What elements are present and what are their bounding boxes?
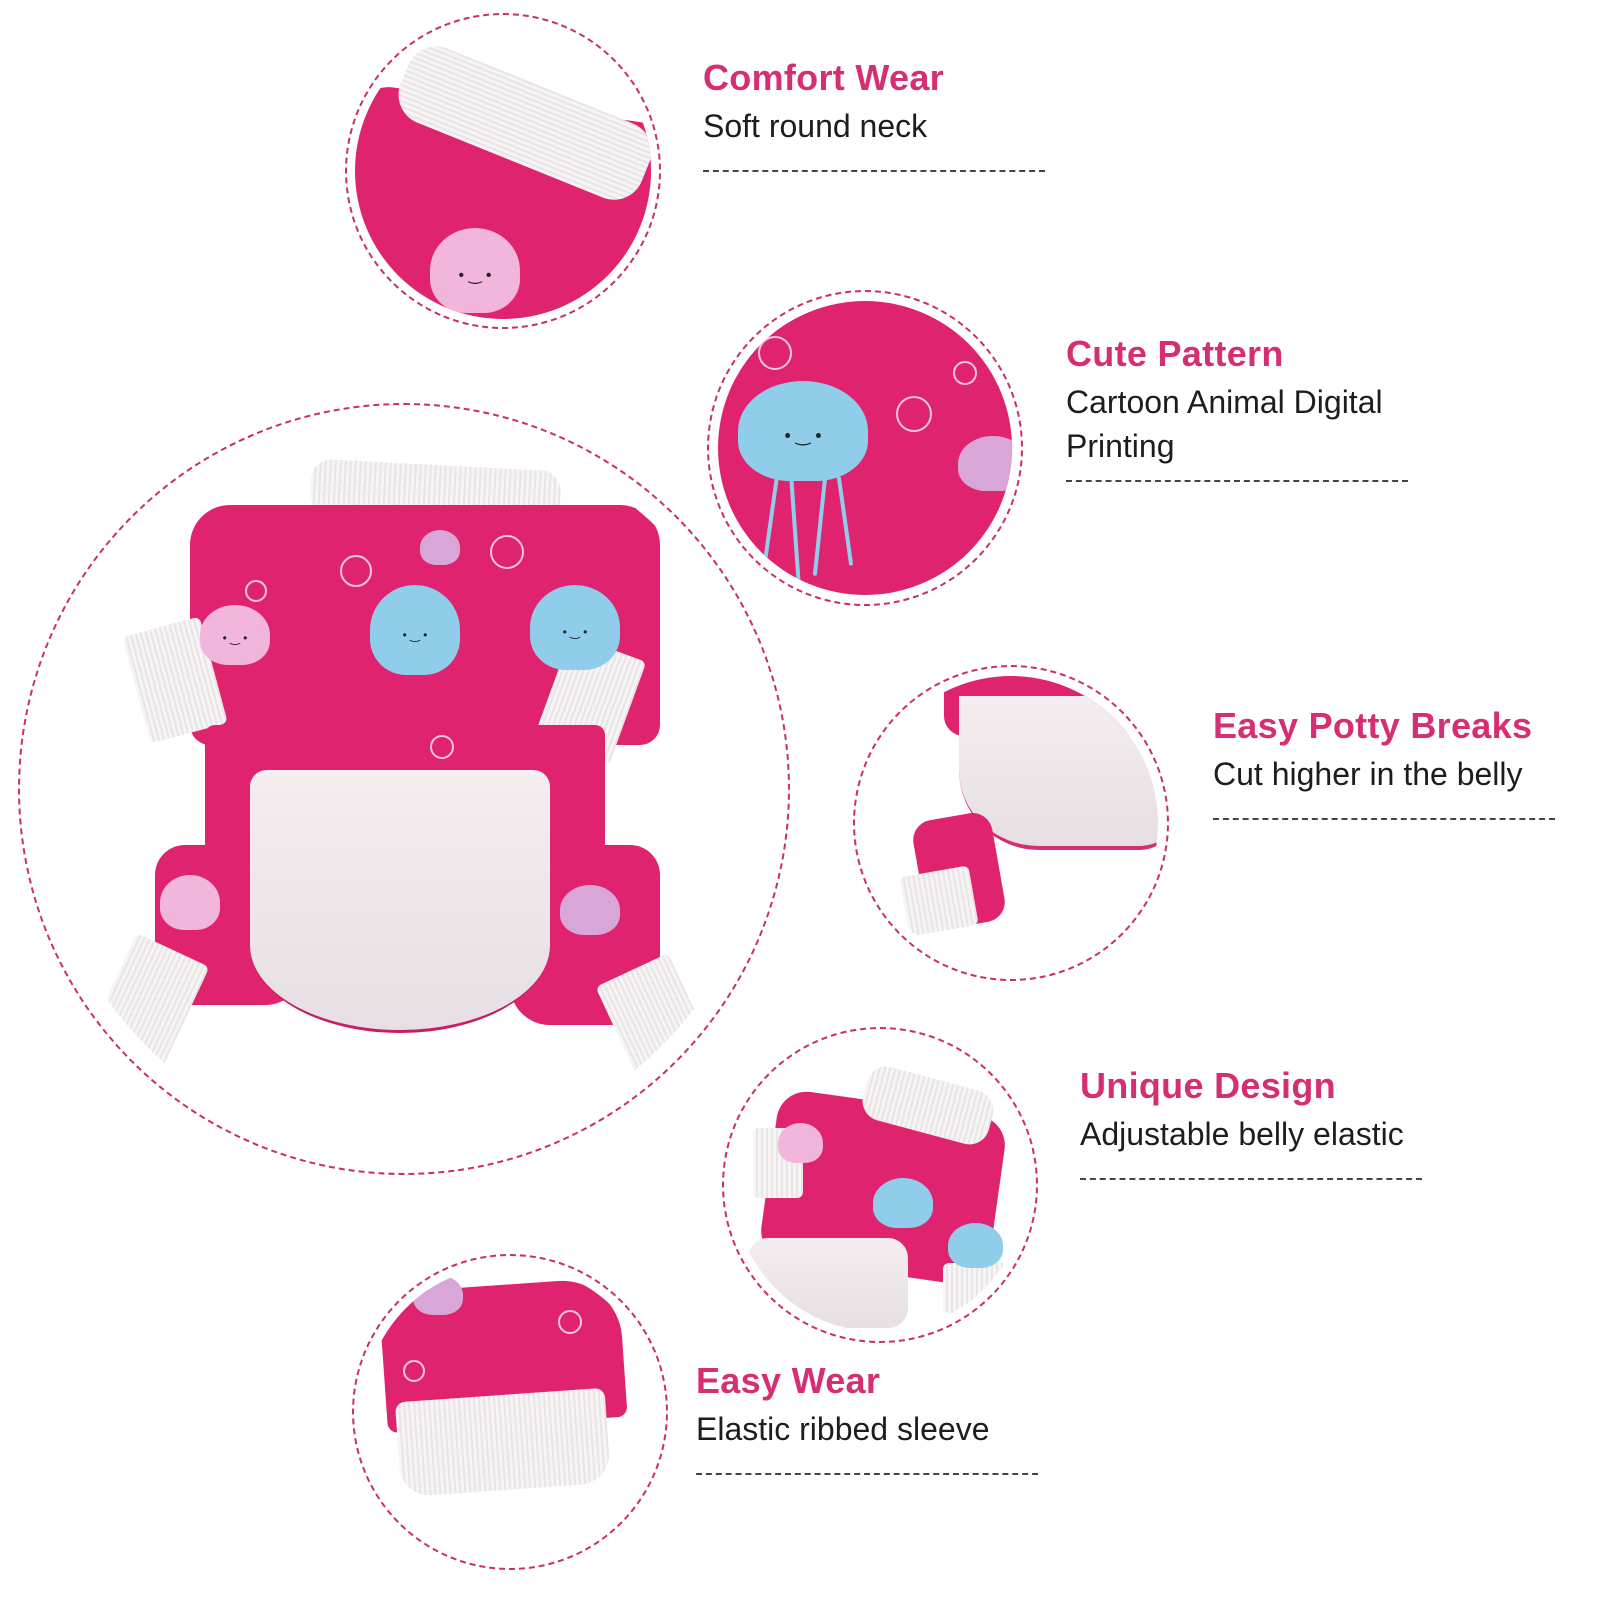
jellyfish-print bbox=[873, 1178, 933, 1228]
feature-title: Unique Design bbox=[1080, 1065, 1336, 1106]
feature-description: Soft round neck bbox=[703, 108, 928, 144]
feature-description: Adjustable belly elastic bbox=[1080, 1116, 1404, 1152]
leg-cuff bbox=[899, 865, 979, 937]
main-product-circle bbox=[18, 403, 790, 1175]
feature-comfort-wear: Comfort Wear Soft round neck bbox=[703, 58, 1045, 172]
jellyfish-print: • ‿ • bbox=[530, 585, 620, 670]
bubble-print bbox=[245, 580, 267, 602]
main-garment-photo: • ‿ • • ‿ • • ‿ • bbox=[40, 425, 768, 1153]
easy-wear-circle bbox=[352, 1254, 668, 1570]
feature-description-line-2: Printing bbox=[1066, 428, 1175, 464]
bubble-print bbox=[430, 735, 454, 759]
bubble-print bbox=[558, 1310, 582, 1334]
comfort-wear-circle bbox=[345, 13, 661, 329]
feature-title: Easy Wear bbox=[696, 1360, 881, 1401]
belly-lining bbox=[250, 770, 550, 1033]
bubble-print bbox=[340, 555, 372, 587]
jellyfish-print bbox=[778, 1123, 823, 1163]
feature-description: Elastic ribbed sleeve bbox=[696, 1411, 990, 1447]
jellyfish-print bbox=[160, 875, 220, 930]
bubble-print bbox=[403, 1360, 425, 1382]
side-belly-lining bbox=[748, 1238, 908, 1328]
sleeve-closeup-photo bbox=[363, 1265, 657, 1559]
dashed-divider bbox=[1066, 480, 1408, 482]
cute-pattern-circle bbox=[707, 290, 1023, 606]
dashed-divider bbox=[703, 170, 1045, 172]
jellyfish-print bbox=[948, 1223, 1003, 1268]
bubble-print bbox=[896, 396, 932, 432]
jellyfish-print: • ‿ • bbox=[370, 585, 460, 675]
jellyfish-print bbox=[413, 1275, 463, 1315]
jellyfish-print bbox=[958, 436, 1012, 491]
feature-description-line-1: Cartoon Animal Digital bbox=[1066, 384, 1383, 420]
jellyfish-print bbox=[420, 530, 460, 565]
feature-cute-pattern: Cute Pattern Cartoon Animal Digital Prin… bbox=[1066, 334, 1408, 482]
belly-closeup-photo bbox=[864, 676, 1158, 970]
feature-description: Cut higher in the belly bbox=[1213, 756, 1523, 792]
bubble-print bbox=[953, 361, 977, 385]
side-sleeve-cuff bbox=[943, 1263, 1013, 1313]
bubble-print bbox=[490, 535, 524, 569]
feature-unique-design: Unique Design Adjustable belly elastic bbox=[1080, 1066, 1422, 1180]
dashed-divider bbox=[1080, 1178, 1422, 1180]
sleeve-cuff bbox=[394, 1387, 612, 1498]
pattern-closeup-photo: • ‿ • bbox=[718, 301, 1012, 595]
neck-closeup-photo: • ‿ • bbox=[355, 23, 651, 319]
side-view-photo bbox=[733, 1038, 1027, 1332]
jellyfish-print: • ‿ • bbox=[200, 605, 270, 665]
feature-easy-wear: Easy Wear Elastic ribbed sleeve bbox=[696, 1361, 1038, 1475]
feature-title: Easy Potty Breaks bbox=[1213, 705, 1533, 746]
feature-title: Comfort Wear bbox=[703, 57, 944, 98]
dashed-divider bbox=[1213, 818, 1555, 820]
bubble-print bbox=[758, 336, 792, 370]
jellyfish-print: • ‿ • bbox=[738, 381, 868, 481]
feature-title: Cute Pattern bbox=[1066, 333, 1284, 374]
easy-potty-circle bbox=[853, 665, 1169, 981]
jellyfish-print bbox=[560, 885, 620, 935]
feature-easy-potty-breaks: Easy Potty Breaks Cut higher in the bell… bbox=[1213, 706, 1555, 820]
unique-design-circle bbox=[722, 1027, 1038, 1343]
belly-lining bbox=[959, 696, 1158, 850]
dashed-divider bbox=[696, 1473, 1038, 1475]
jellyfish-print: • ‿ • bbox=[430, 228, 520, 313]
